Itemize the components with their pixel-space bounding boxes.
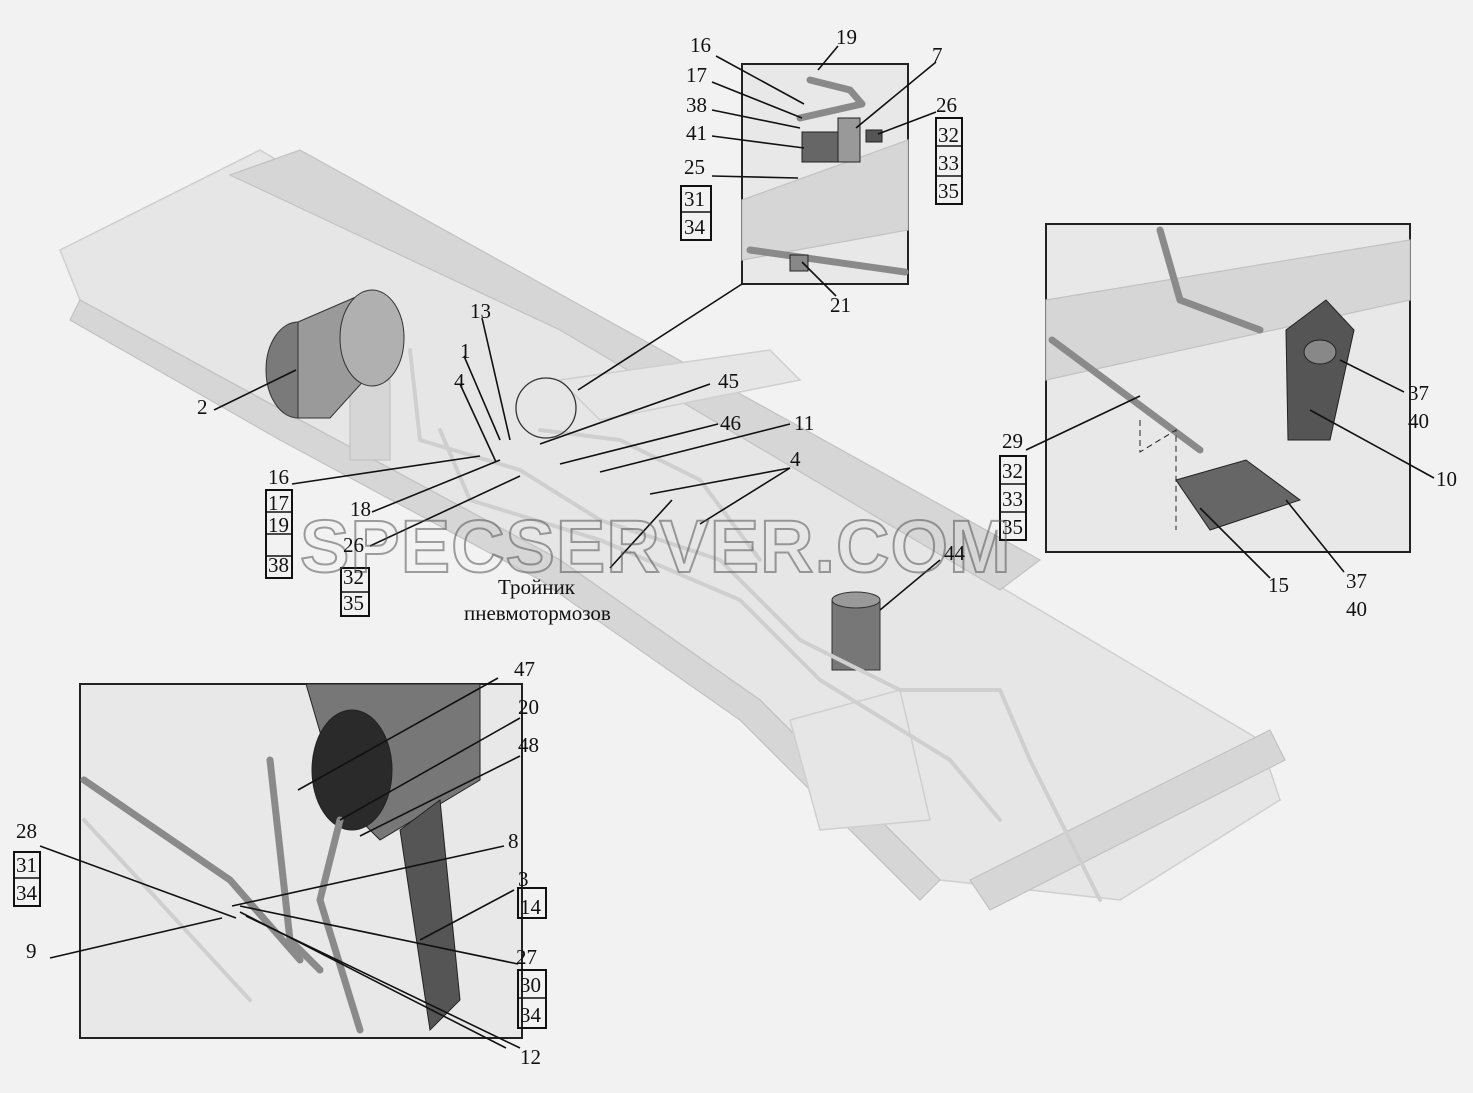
label-34-b: 34 [16, 881, 38, 905]
label-37-a: 37 [1408, 381, 1429, 405]
label-25: 25 [684, 155, 705, 179]
label-4-a: 4 [454, 369, 465, 393]
label-9: 9 [26, 939, 37, 963]
label-35-c: 35 [1002, 515, 1023, 539]
label-12: 12 [520, 1045, 541, 1069]
label-30: 30 [520, 973, 541, 997]
label-35-b: 35 [938, 179, 959, 203]
label-38-b: 38 [686, 93, 707, 117]
label-16-b: 16 [690, 33, 711, 57]
label-15: 15 [1268, 573, 1289, 597]
label-40-a: 40 [1408, 409, 1429, 433]
label-34-a: 34 [684, 215, 706, 239]
label-20: 20 [518, 695, 539, 719]
label-32-c: 32 [1002, 459, 1023, 483]
label-17-b: 17 [686, 63, 707, 87]
label-41: 41 [686, 121, 707, 145]
label-14: 14 [520, 895, 542, 919]
label-11: 11 [794, 411, 814, 435]
label-13: 13 [470, 299, 491, 323]
ref-boxes [13, 117, 1027, 1029]
label-48: 48 [518, 733, 539, 757]
inset-valve [741, 63, 909, 285]
label-40-b: 40 [1346, 597, 1367, 621]
label-45: 45 [718, 369, 739, 393]
label-37-b: 37 [1346, 569, 1367, 593]
watermark: SPECSERVER.COM [300, 505, 1012, 588]
label-26-b: 26 [936, 93, 957, 117]
label-31-b: 31 [16, 853, 37, 877]
label-38-a: 38 [268, 553, 289, 577]
separator-44 [831, 591, 881, 671]
label-4-b: 4 [790, 447, 801, 471]
label-27: 27 [516, 945, 537, 969]
label-34-c: 34 [520, 1003, 542, 1027]
reference-labels: 2 13 1 4 16 17 19 38 18 26 32 35 45 46 1… [16, 25, 1457, 1069]
receiver-tank-2 [265, 289, 405, 419]
label-31-a: 31 [684, 187, 705, 211]
label-7: 7 [932, 43, 943, 67]
label-44: 44 [944, 541, 966, 565]
label-32-a: 32 [343, 565, 364, 589]
leader-lines [39, 45, 1435, 1049]
label-33-a: 33 [938, 151, 959, 175]
label-46: 46 [720, 411, 741, 435]
label-35-a: 35 [343, 591, 364, 615]
label-19-a: 19 [268, 513, 289, 537]
inset-bracket [1045, 223, 1411, 553]
caption-line-2: пневмотормозов [464, 601, 611, 625]
label-21: 21 [830, 293, 851, 317]
label-47: 47 [514, 657, 535, 681]
label-29: 29 [1002, 429, 1023, 453]
inset-tank-mount [79, 683, 523, 1039]
label-26-a: 26 [343, 533, 364, 557]
label-28: 28 [16, 819, 37, 843]
label-19-b: 19 [836, 25, 857, 49]
label-18: 18 [350, 497, 371, 521]
label-32-b: 32 [938, 123, 959, 147]
label-16-a: 16 [268, 465, 289, 489]
label-8: 8 [508, 829, 519, 853]
label-33-b: 33 [1002, 487, 1023, 511]
label-2: 2 [197, 395, 208, 419]
label-1: 1 [460, 339, 471, 363]
label-17-a: 17 [268, 491, 289, 515]
label-10: 10 [1436, 467, 1457, 491]
caption-line-1: Тройник [498, 575, 576, 599]
label-3: 3 [518, 867, 529, 891]
